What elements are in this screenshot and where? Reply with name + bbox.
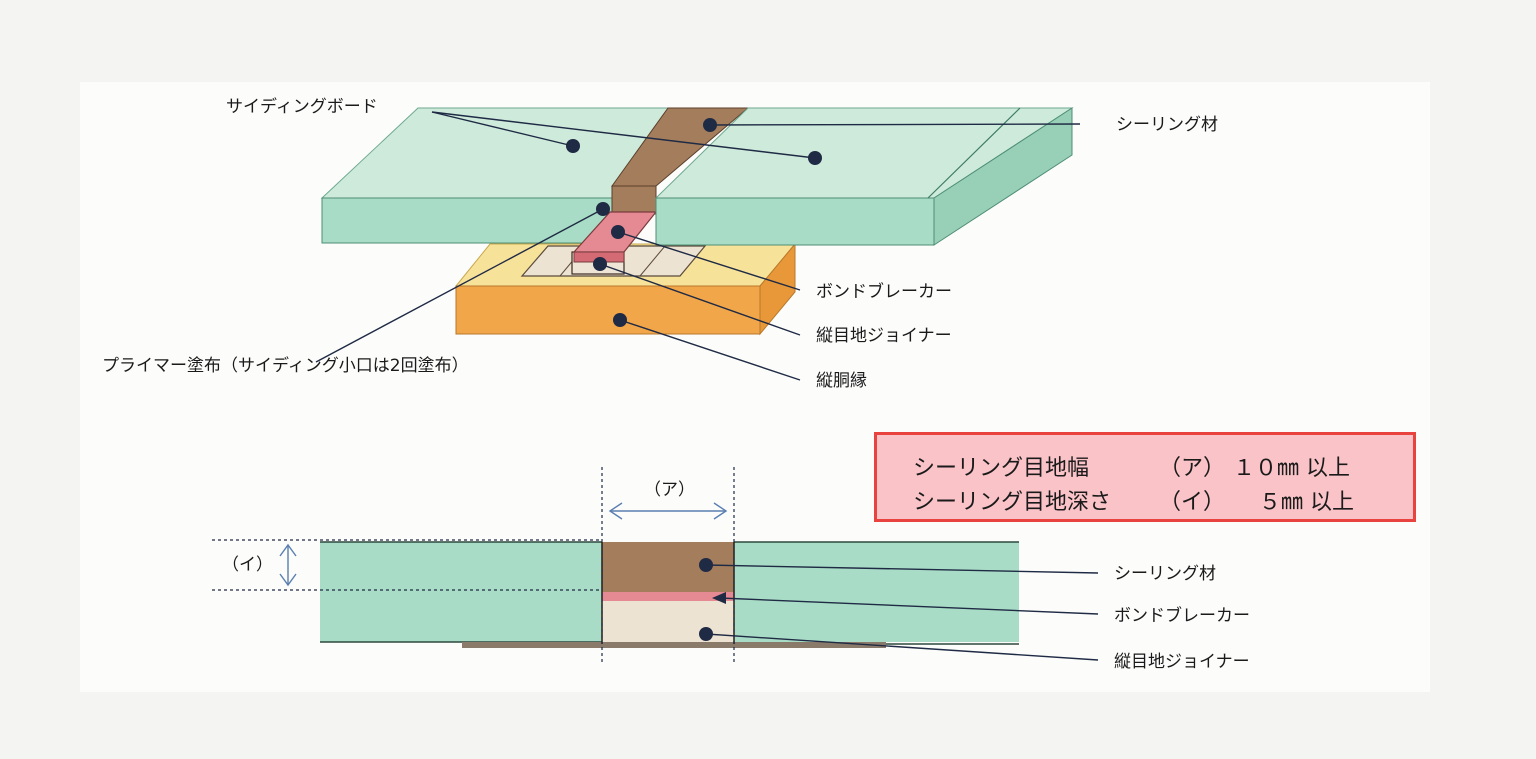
section-bond-breaker bbox=[602, 592, 734, 601]
spec-width-name: シーリング目地幅 bbox=[913, 456, 1090, 481]
spec-depth-value: ５㎜ 以上 bbox=[1259, 490, 1354, 515]
furring-side-face bbox=[759, 242, 796, 336]
right-board-front bbox=[655, 197, 935, 246]
right-board-side bbox=[933, 107, 1073, 246]
top-leader-lines bbox=[315, 111, 1081, 381]
section-label-joint-joiner: 縦目地ジョイナー bbox=[1114, 652, 1250, 672]
label-joint-joiner: 縦目地ジョイナー bbox=[816, 326, 952, 346]
section-leader-dots bbox=[699, 558, 726, 641]
section-board-left bbox=[320, 542, 602, 642]
label-primer: プライマー塗布（サイディング小口は2回塗布） bbox=[102, 356, 469, 376]
left-board-front bbox=[321, 197, 613, 244]
spec-depth-name: シーリング目地深さ bbox=[913, 490, 1112, 515]
dimension-lines bbox=[212, 467, 735, 662]
spec-width-mark: （ア） bbox=[1159, 456, 1226, 481]
section-sealant bbox=[602, 542, 734, 592]
top-leader-dots bbox=[566, 118, 822, 327]
width-arrow bbox=[608, 502, 728, 520]
spec-box: シーリング目地幅 （ア） １０㎜ 以上 シーリング目地深さ （イ） ５㎜ 以上 bbox=[874, 432, 1416, 522]
label-sealing-material: シーリング材 bbox=[1116, 115, 1218, 135]
label-vertical-furring: 縦胴縁 bbox=[816, 371, 867, 391]
section-board-right bbox=[734, 542, 1019, 642]
label-siding-board: サイディングボード bbox=[226, 97, 378, 117]
depth-arrow bbox=[279, 543, 297, 587]
siding-board-right bbox=[654, 107, 1074, 246]
section-joiner bbox=[602, 601, 734, 644]
section-label-sealing-material: シーリング材 bbox=[1114, 564, 1216, 584]
label-depth-mark: （イ） bbox=[222, 555, 273, 575]
section-label-bond-breaker: ボンドブレーカー bbox=[1114, 606, 1250, 626]
section-view bbox=[320, 541, 1019, 648]
label-bond-breaker: ボンドブレーカー bbox=[816, 282, 952, 302]
sealant-front bbox=[611, 185, 657, 215]
furring-front-face bbox=[455, 285, 761, 335]
spec-width-value: １０㎜ 以上 bbox=[1233, 456, 1350, 481]
spec-depth-mark: （イ） bbox=[1159, 490, 1226, 515]
section-leader-lines bbox=[705, 564, 1099, 661]
label-width-mark: （ア） bbox=[644, 480, 695, 500]
